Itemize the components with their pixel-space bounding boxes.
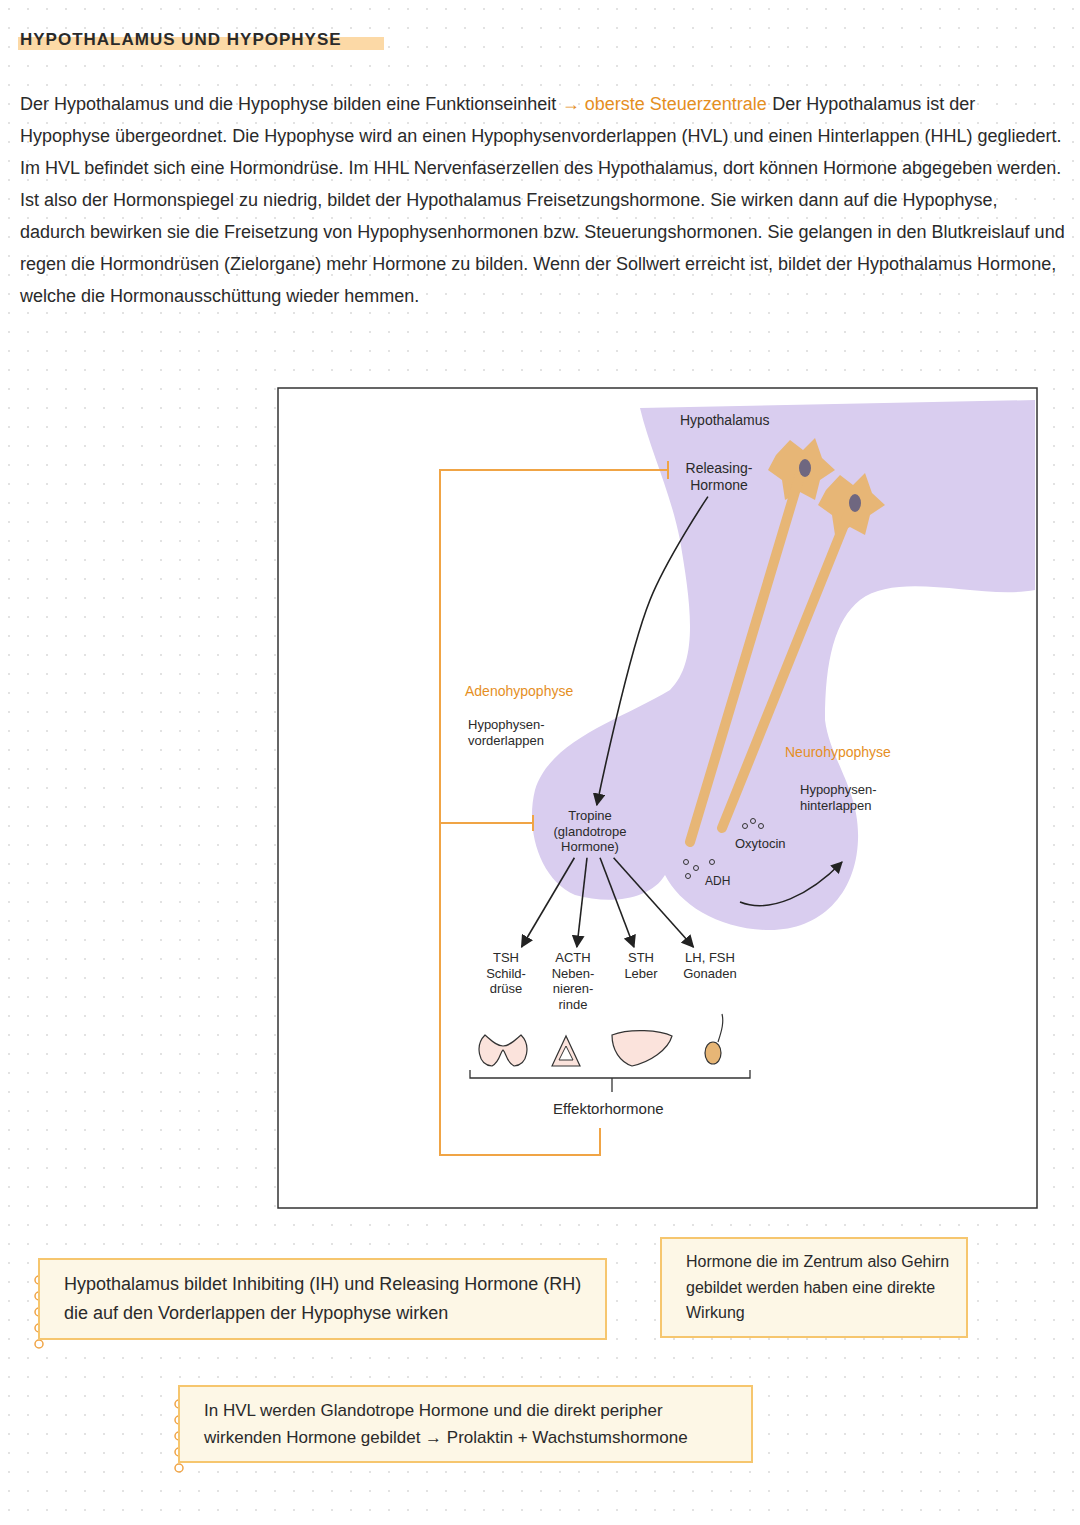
node-heading: In HVL werden Glandotrope Hormone und di… (204, 1397, 737, 1451)
hormone-arrow (600, 858, 634, 947)
hypothalamus-region: HypothalamusReleasing- Hormone (640, 408, 1035, 598)
target-organ: ACTHNeben- nieren- rinde (540, 950, 606, 1012)
nucleus (849, 494, 861, 512)
nucleus (799, 459, 811, 477)
page-title: HYPOTHALAMUS UND HYPOPHYSE (20, 30, 342, 50)
note-box: Hormone die im Zentrum also Gehirn gebil… (660, 1237, 968, 1338)
target-organ: LH, FSHGonaden (672, 950, 748, 981)
note-box: In HVL werden Glandotrope Hormone und di… (178, 1385, 753, 1463)
node-heading: Adenohypophyse (465, 683, 573, 700)
paragraph-text: Der Hypothalamus ist der Hypophyse überg… (20, 94, 1065, 306)
node-heading: Releasing- Hormone (678, 460, 760, 494)
hormone-arrow (597, 497, 708, 805)
node-text: Neben- nieren- rinde (540, 966, 606, 1013)
adrenal-icon (559, 1046, 573, 1060)
hormone-arrow (577, 858, 587, 947)
thyroid-icon (479, 1035, 527, 1066)
paragraph-text: Der Hypothalamus und die Hypophyse bilde… (20, 94, 556, 114)
group-label: Effektorhormone (553, 1100, 664, 1117)
node-heading: TSH (476, 950, 536, 966)
posterior-lobe: NeurohypophyseHypophysen- hinterlappenOx… (680, 740, 935, 900)
hormone-arrow (522, 858, 575, 947)
hormone-label: Releasing- Hormone (678, 460, 760, 494)
hormone-label: Tropine (glandotrope Hormone) (538, 808, 642, 855)
node-text: Leber (614, 966, 668, 982)
pituitary-outline (532, 400, 1035, 930)
node-heading: ACTH (540, 950, 606, 966)
hormone-arrow (614, 858, 694, 947)
node-text: Gonaden (672, 966, 748, 982)
gonad-icon (718, 1014, 723, 1042)
node-text: Hypophysen- hinterlappen (800, 782, 900, 813)
adrenal-icon (552, 1036, 580, 1066)
highlight-text: → oberste Steuerzentrale (562, 94, 767, 114)
node-text: Hypophysen- vorderlappen (468, 717, 568, 748)
anterior-lobe: AdenohypophyseHypophysen- vorderlappenTr… (460, 683, 665, 895)
target-organ: STHLeber (614, 950, 668, 981)
node-heading: Neurohypophyse (785, 744, 891, 761)
figure-frame (278, 388, 1037, 1208)
liver-icon (612, 1031, 672, 1066)
node-heading: LH, FSH (672, 950, 748, 966)
release-arrow (740, 862, 842, 906)
node-text: Schild- drüse (476, 966, 536, 997)
node-heading: Hypothalamus (680, 412, 770, 429)
node-heading: Hormone die im Zentrum also Gehirn gebil… (686, 1249, 952, 1326)
gonad-icon (705, 1042, 721, 1064)
target-organ: TSHSchild- drüse (476, 950, 536, 997)
node-heading: Hypothalamus bildet Inhibiting (IH) und … (64, 1270, 591, 1328)
body-paragraph: Der Hypothalamus und die Hypophyse bilde… (20, 88, 1065, 312)
node-heading: Tropine (glandotrope Hormone) (538, 808, 642, 855)
note-box: Hypothalamus bildet Inhibiting (IH) und … (38, 1258, 607, 1340)
node-text: ADH (705, 874, 730, 888)
node-text: Oxytocin (735, 836, 786, 852)
node-heading: STH (614, 950, 668, 966)
effector-bracket (470, 1070, 750, 1092)
